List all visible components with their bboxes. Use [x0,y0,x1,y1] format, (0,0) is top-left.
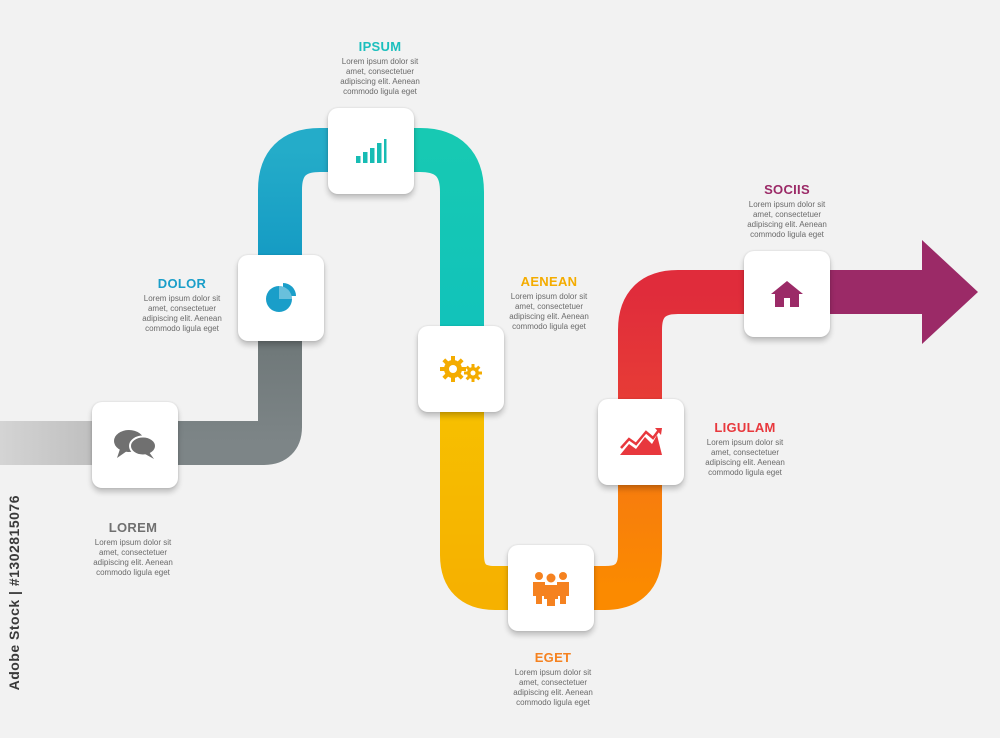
step-box-ligulam [598,399,684,485]
path-ipsum-segment [370,128,484,370]
step-title: AENEAN [520,274,578,289]
bar-chart-icon [356,139,387,163]
step-description: Lorem ipsum dolor sit amet, consectetuer… [142,294,222,333]
step-title: LOREM [108,520,158,535]
step-box-lorem [92,402,178,488]
step-label-aenean: AENEAN Lorem ipsum dolor sit amet, conse… [484,274,614,332]
path-ligulam-segment [618,270,790,445]
step-box-aenean [418,326,504,412]
step-label-lorem: LOREM Lorem ipsum dolor sit amet, consec… [68,520,198,578]
step-label-eget: EGET Lorem ipsum dolor sit amet, consect… [488,650,618,708]
step-label-sociis: SOCIIS Lorem ipsum dolor sit amet, conse… [722,182,852,240]
trend-chart-icon [620,428,662,455]
gears-icon [440,356,482,382]
step-box-ipsum [328,108,414,194]
path-sociis-arrow [788,240,978,344]
path-lorem-segment [120,330,302,465]
team-icon [533,572,569,606]
step-description: Lorem ipsum dolor sit amet, consectetuer… [340,57,420,96]
path-eget-segment [545,440,662,610]
step-description: Lorem ipsum dolor sit amet, consectetuer… [509,292,589,331]
step-box-eget [508,545,594,631]
step-title: DOLOR [157,276,207,291]
step-title: LIGULAM [714,420,776,435]
step-box-sociis [744,251,830,337]
step-label-ipsum: IPSUM Lorem ipsum dolor sit amet, consec… [315,39,445,97]
step-title: EGET [534,650,572,665]
step-description: Lorem ipsum dolor sit amet, consectetuer… [93,538,173,577]
step-box-dolor [238,255,324,341]
step-title: SOCIIS [764,182,810,197]
path-aenean-segment [440,370,545,610]
step-title: IPSUM [358,39,402,54]
path-dolor-segment [258,128,370,335]
step-description: Lorem ipsum dolor sit amet, consectetuer… [513,668,593,707]
pie-chart-icon [266,283,296,312]
step-description: Lorem ipsum dolor sit amet, consectetuer… [747,200,827,239]
step-label-dolor: DOLOR Lorem ipsum dolor sit amet, consec… [117,276,247,334]
stock-watermark: Adobe Stock | #130281507​6 [6,495,22,691]
step-description: Lorem ipsum dolor sit amet, consectetuer… [705,438,785,477]
chat-bubbles-icon [114,430,157,459]
step-label-ligulam: LIGULAM Lorem ipsum dolor sit amet, cons… [680,420,810,478]
home-icon [771,281,803,307]
